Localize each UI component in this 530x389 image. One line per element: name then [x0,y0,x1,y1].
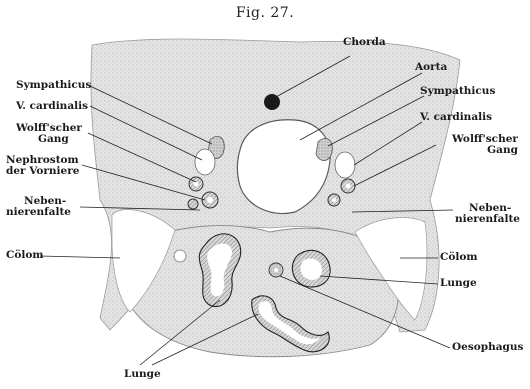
label-wolffscher-gang-right: Wolff'scher Gang [452,134,518,156]
label-wolffscher-gang-left-line2: Gang [16,133,69,145]
label-colom-left: Cölom [6,250,43,261]
label-chorda: Chorda [343,37,386,48]
label-aorta: Aorta [415,62,447,73]
label-nephrostom: Nephrostom der Vorniere [6,155,79,177]
label-nebennierenfalte-left: Neben- nierenfalte [6,196,71,218]
label-nebennierenfalte-left-line2: nierenfalte [6,206,71,218]
sympathicus-right-shape [316,138,332,160]
label-oesophagus: Oesophagus [452,342,523,353]
label-v-cardinalis-right: V. cardinalis [420,112,492,123]
label-nebennierenfalte-right-line2: nierenfalte [455,213,520,225]
label-sympathicus-left: Sympathicus [16,80,91,91]
label-lunge-right: Lunge [440,278,477,289]
label-nebennierenfalte-right: Neben- nierenfalte [455,203,520,225]
label-nephrostom-line2: der Vorniere [6,165,79,177]
label-v-cardinalis-left: V. cardinalis [16,101,88,112]
lung-right-shape [292,250,330,287]
label-lunge-bottom: Lunge [124,369,161,380]
v-cardinalis-right-shape [335,152,355,178]
label-wolffscher-gang-right-line2: Gang [471,144,518,156]
label-sympathicus-right: Sympathicus [420,86,495,97]
label-wolffscher-gang-left: Wolff'scher Gang [16,123,82,145]
v-cardinalis-left-shape [195,149,215,175]
label-colom-right: Cölom [440,252,477,263]
